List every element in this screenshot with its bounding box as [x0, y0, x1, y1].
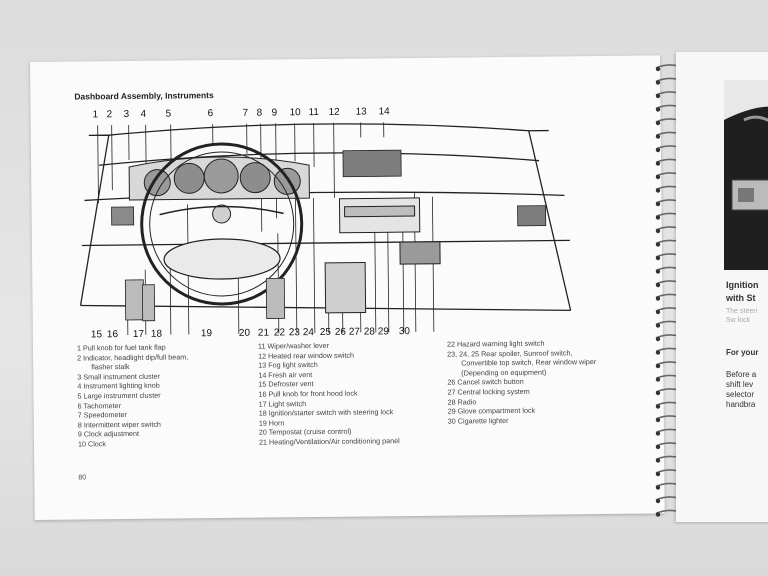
callout-28: 28 [363, 326, 376, 338]
manual-page-right: Ignition with St The steeri Sw lock For … [676, 52, 768, 522]
binding-hole [655, 431, 661, 436]
binding-hole [655, 255, 661, 261]
right-body-3: selector [726, 390, 755, 399]
binding-hole [655, 161, 661, 166]
legend-item: 2 Indicator, headlight dip/full beam, [77, 351, 189, 363]
binding-hole [655, 93, 661, 99]
right-heading-2: with St [726, 293, 756, 303]
binding-hole [655, 242, 661, 247]
binding-hole [655, 390, 661, 396]
callout-24: 24 [302, 327, 315, 339]
binding-hole [655, 120, 661, 126]
legend-item: Convertible top switch, Rear window wipe… [461, 357, 597, 368]
binding-hole [655, 336, 661, 342]
right-body-1: Before a [726, 370, 757, 379]
legend-item: 21 Heating/Ventilation/Air conditioning … [258, 436, 400, 447]
binding-hole [655, 188, 661, 193]
binding-hole [655, 174, 661, 180]
binding-hole [655, 201, 661, 207]
callout-23: 23 [288, 327, 301, 339]
legend-column-3: 22 Hazard warning light switch 23, 24, 2… [447, 338, 597, 426]
right-body-4: handbra [726, 400, 756, 409]
binding-hole [655, 147, 661, 153]
binding-hole [655, 417, 661, 423]
dashboard-diagram [79, 122, 572, 335]
binding-hole [655, 215, 661, 220]
binding-hole [655, 134, 661, 139]
binding-hole [655, 485, 661, 490]
callout-17: 17 [132, 328, 145, 340]
callout-29: 29 [377, 326, 390, 338]
legend-item: 30 Cigarette lighter [447, 415, 509, 426]
legend-column-2: 11 Wiper/washer lever 12 Heated rear win… [258, 340, 400, 447]
binding-hole [655, 444, 661, 450]
binding-hole [655, 107, 661, 112]
callout-15: 15 [90, 329, 103, 341]
callout-25: 25 [319, 326, 332, 338]
right-faint-1: The steeri [726, 308, 758, 315]
callout-16: 16 [106, 329, 119, 341]
right-heading-1: Ignition [726, 280, 759, 290]
callout-20: 20 [238, 327, 251, 339]
binding-hole [655, 228, 661, 234]
right-body-2: shift lev [726, 380, 754, 389]
binding-hole [655, 377, 661, 382]
binding-hole [655, 512, 661, 517]
page-title: Dashboard Assembly, Instruments [74, 90, 214, 102]
bottom-callouts: 15 16 17 18 19 20 21 22 23 24 25 26 27 2… [30, 55, 660, 340]
callout-22: 22 [273, 327, 286, 339]
binding-hole [655, 269, 661, 274]
callout-21: 21 [257, 327, 270, 339]
binding-hole [655, 66, 661, 72]
callout-18: 18 [150, 328, 163, 340]
legend-column-1: 1 Pull knob for fuel tank flap 2 Indicat… [77, 342, 189, 449]
binding-hole [655, 282, 661, 288]
top-callouts: 1 2 3 4 5 6 7 8 9 10 11 12 13 14 [30, 55, 660, 120]
binding-hole [655, 323, 661, 328]
binding-hole [655, 471, 661, 477]
binding-hole [655, 296, 661, 301]
binding-hole [655, 350, 661, 355]
legend-item: 10 Clock [77, 439, 107, 449]
right-subheading: For your [726, 348, 759, 357]
right-faint-2: Sw lock [726, 317, 751, 324]
binding-hole [655, 309, 661, 315]
callout-26: 26 [334, 326, 347, 338]
binding-hole [655, 363, 661, 369]
manual-page-left: Dashboard Assembly, Instruments 1 2 3 4 … [30, 55, 665, 520]
callout-19: 19 [200, 328, 213, 340]
legend-item: 18 Ignition/starter switch with steering… [258, 407, 394, 418]
ignition-photo [724, 80, 768, 270]
binding-hole [655, 498, 661, 504]
page-number: 80 [78, 474, 87, 482]
callout-30: 30 [398, 326, 411, 338]
callout-27: 27 [348, 326, 361, 338]
binding-hole [655, 458, 661, 463]
binding-hole [655, 80, 661, 85]
binding-hole [655, 404, 661, 409]
